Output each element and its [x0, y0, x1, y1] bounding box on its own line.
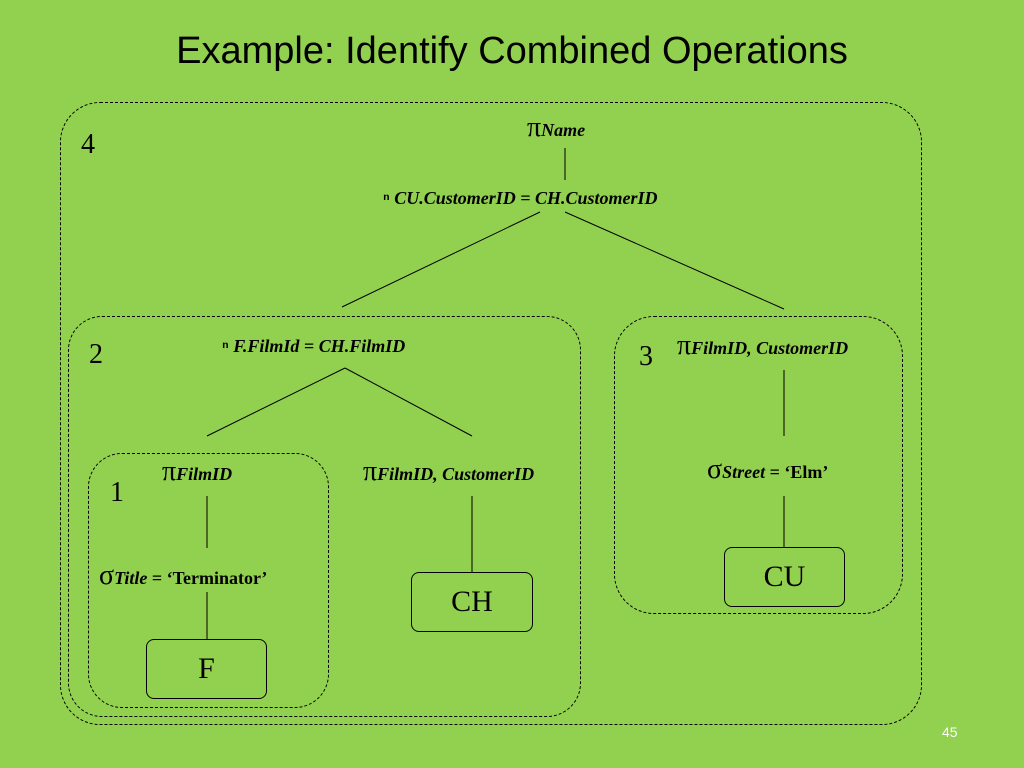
right-projection: πFilmID, CustomerID	[677, 332, 849, 360]
selection-value: = ‘Elm’	[765, 462, 829, 482]
selection-attribute: Title	[114, 568, 148, 588]
pi-symbol: π	[527, 112, 542, 143]
relation-ch: CH	[411, 572, 533, 632]
group-label-1: 1	[110, 477, 124, 508]
edge-leftjoin-to-fproj	[206, 367, 346, 437]
left-join: ⁿ F.FilmId = CH.FilmID	[222, 334, 405, 359]
group-label-2: 2	[89, 339, 103, 370]
join-symbol: ⁿ	[383, 189, 390, 208]
root-projection: πName	[527, 114, 586, 142]
f-projection: πFilmID	[162, 458, 233, 486]
join-condition: CU.CustomerID = CH.CustomerID	[394, 188, 658, 208]
projection-attributes: FilmID	[176, 464, 233, 484]
sigma-symbol: σ	[707, 454, 723, 485]
edge-leftjoin-to-chproj	[344, 367, 473, 437]
projection-attributes: Name	[541, 120, 586, 140]
group-label-4: 4	[81, 129, 95, 160]
pi-symbol: π	[162, 456, 177, 487]
join-symbol: ⁿ	[222, 337, 229, 356]
relation-f: F	[146, 639, 267, 699]
street-selection: σStreet = ‘Elm’	[707, 456, 829, 484]
group-label-3: 3	[639, 341, 653, 372]
title-selection: σTitle = ‘Terminator’	[99, 562, 268, 590]
group-box-3	[614, 316, 903, 614]
page-number: 45	[942, 724, 958, 740]
group-box-1	[88, 453, 329, 708]
ch-projection: πFilmID, CustomerID	[363, 458, 535, 486]
projection-attributes: FilmID, CustomerID	[377, 464, 535, 484]
group-box-4	[60, 102, 922, 725]
slide-title: Example: Identify Combined Operations	[176, 30, 848, 72]
selection-value: = ‘Terminator’	[147, 568, 268, 588]
selection-attribute: Street	[722, 462, 766, 482]
sigma-symbol: σ	[99, 560, 115, 591]
projection-attributes: FilmID, CustomerID	[691, 338, 849, 358]
pi-symbol: π	[677, 330, 692, 361]
edge-topjoin-to-rightproj	[564, 211, 785, 310]
relation-cu: CU	[724, 547, 845, 607]
group-box-2	[68, 316, 581, 717]
edge-topjoin-to-leftjoin	[341, 211, 541, 308]
join-condition: F.FilmId = CH.FilmID	[233, 336, 406, 356]
pi-symbol: π	[363, 456, 378, 487]
top-join: ⁿ CU.CustomerID = CH.CustomerID	[383, 186, 658, 211]
